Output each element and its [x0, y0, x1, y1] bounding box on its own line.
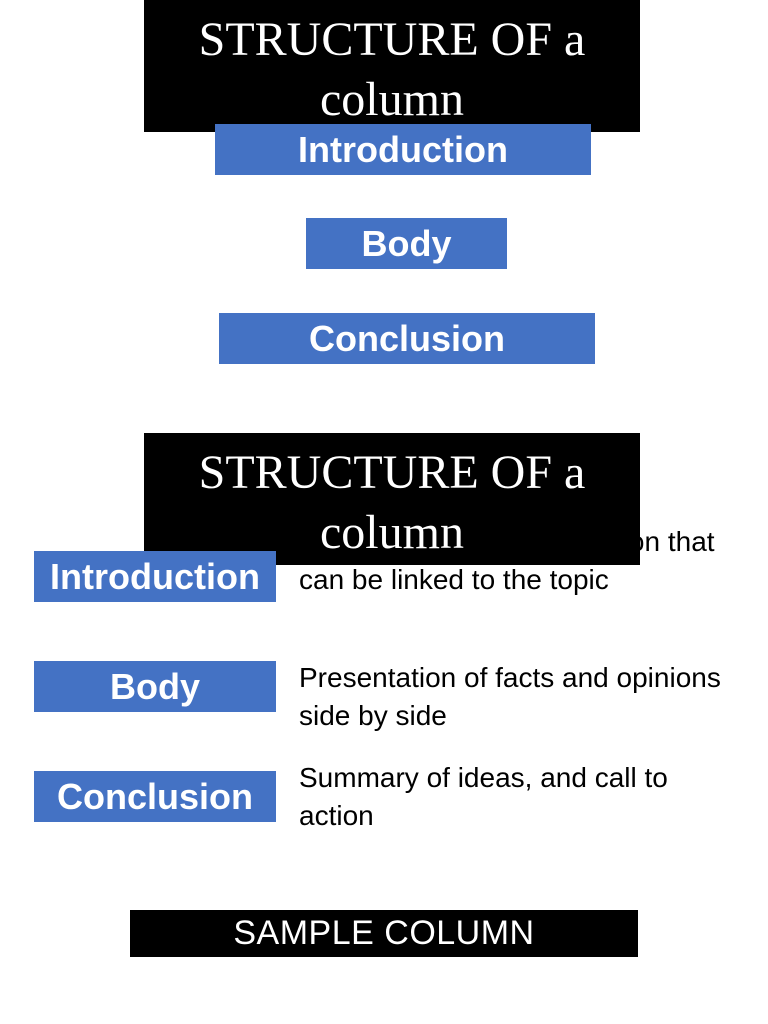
sample-column-banner: SAMPLE COLUMN: [130, 910, 638, 957]
slide1-body-box: Body: [306, 218, 507, 269]
conclusion-description: Summary of ideas, and call to action: [299, 762, 668, 831]
slide1-title: STRUCTURE OF a column: [144, 0, 640, 132]
slide2-conclusion-box: Conclusion: [34, 771, 276, 822]
slide2-introduction-box: Introduction: [34, 551, 276, 602]
body-description: Presentation of facts and opinions side …: [299, 662, 721, 731]
slide1-conclusion-box: Conclusion: [219, 313, 595, 364]
slide2-title: STRUCTURE OF a column: [144, 433, 640, 565]
slide1-introduction-box: Introduction: [215, 124, 591, 175]
slide2-body-box: Body: [34, 661, 276, 712]
